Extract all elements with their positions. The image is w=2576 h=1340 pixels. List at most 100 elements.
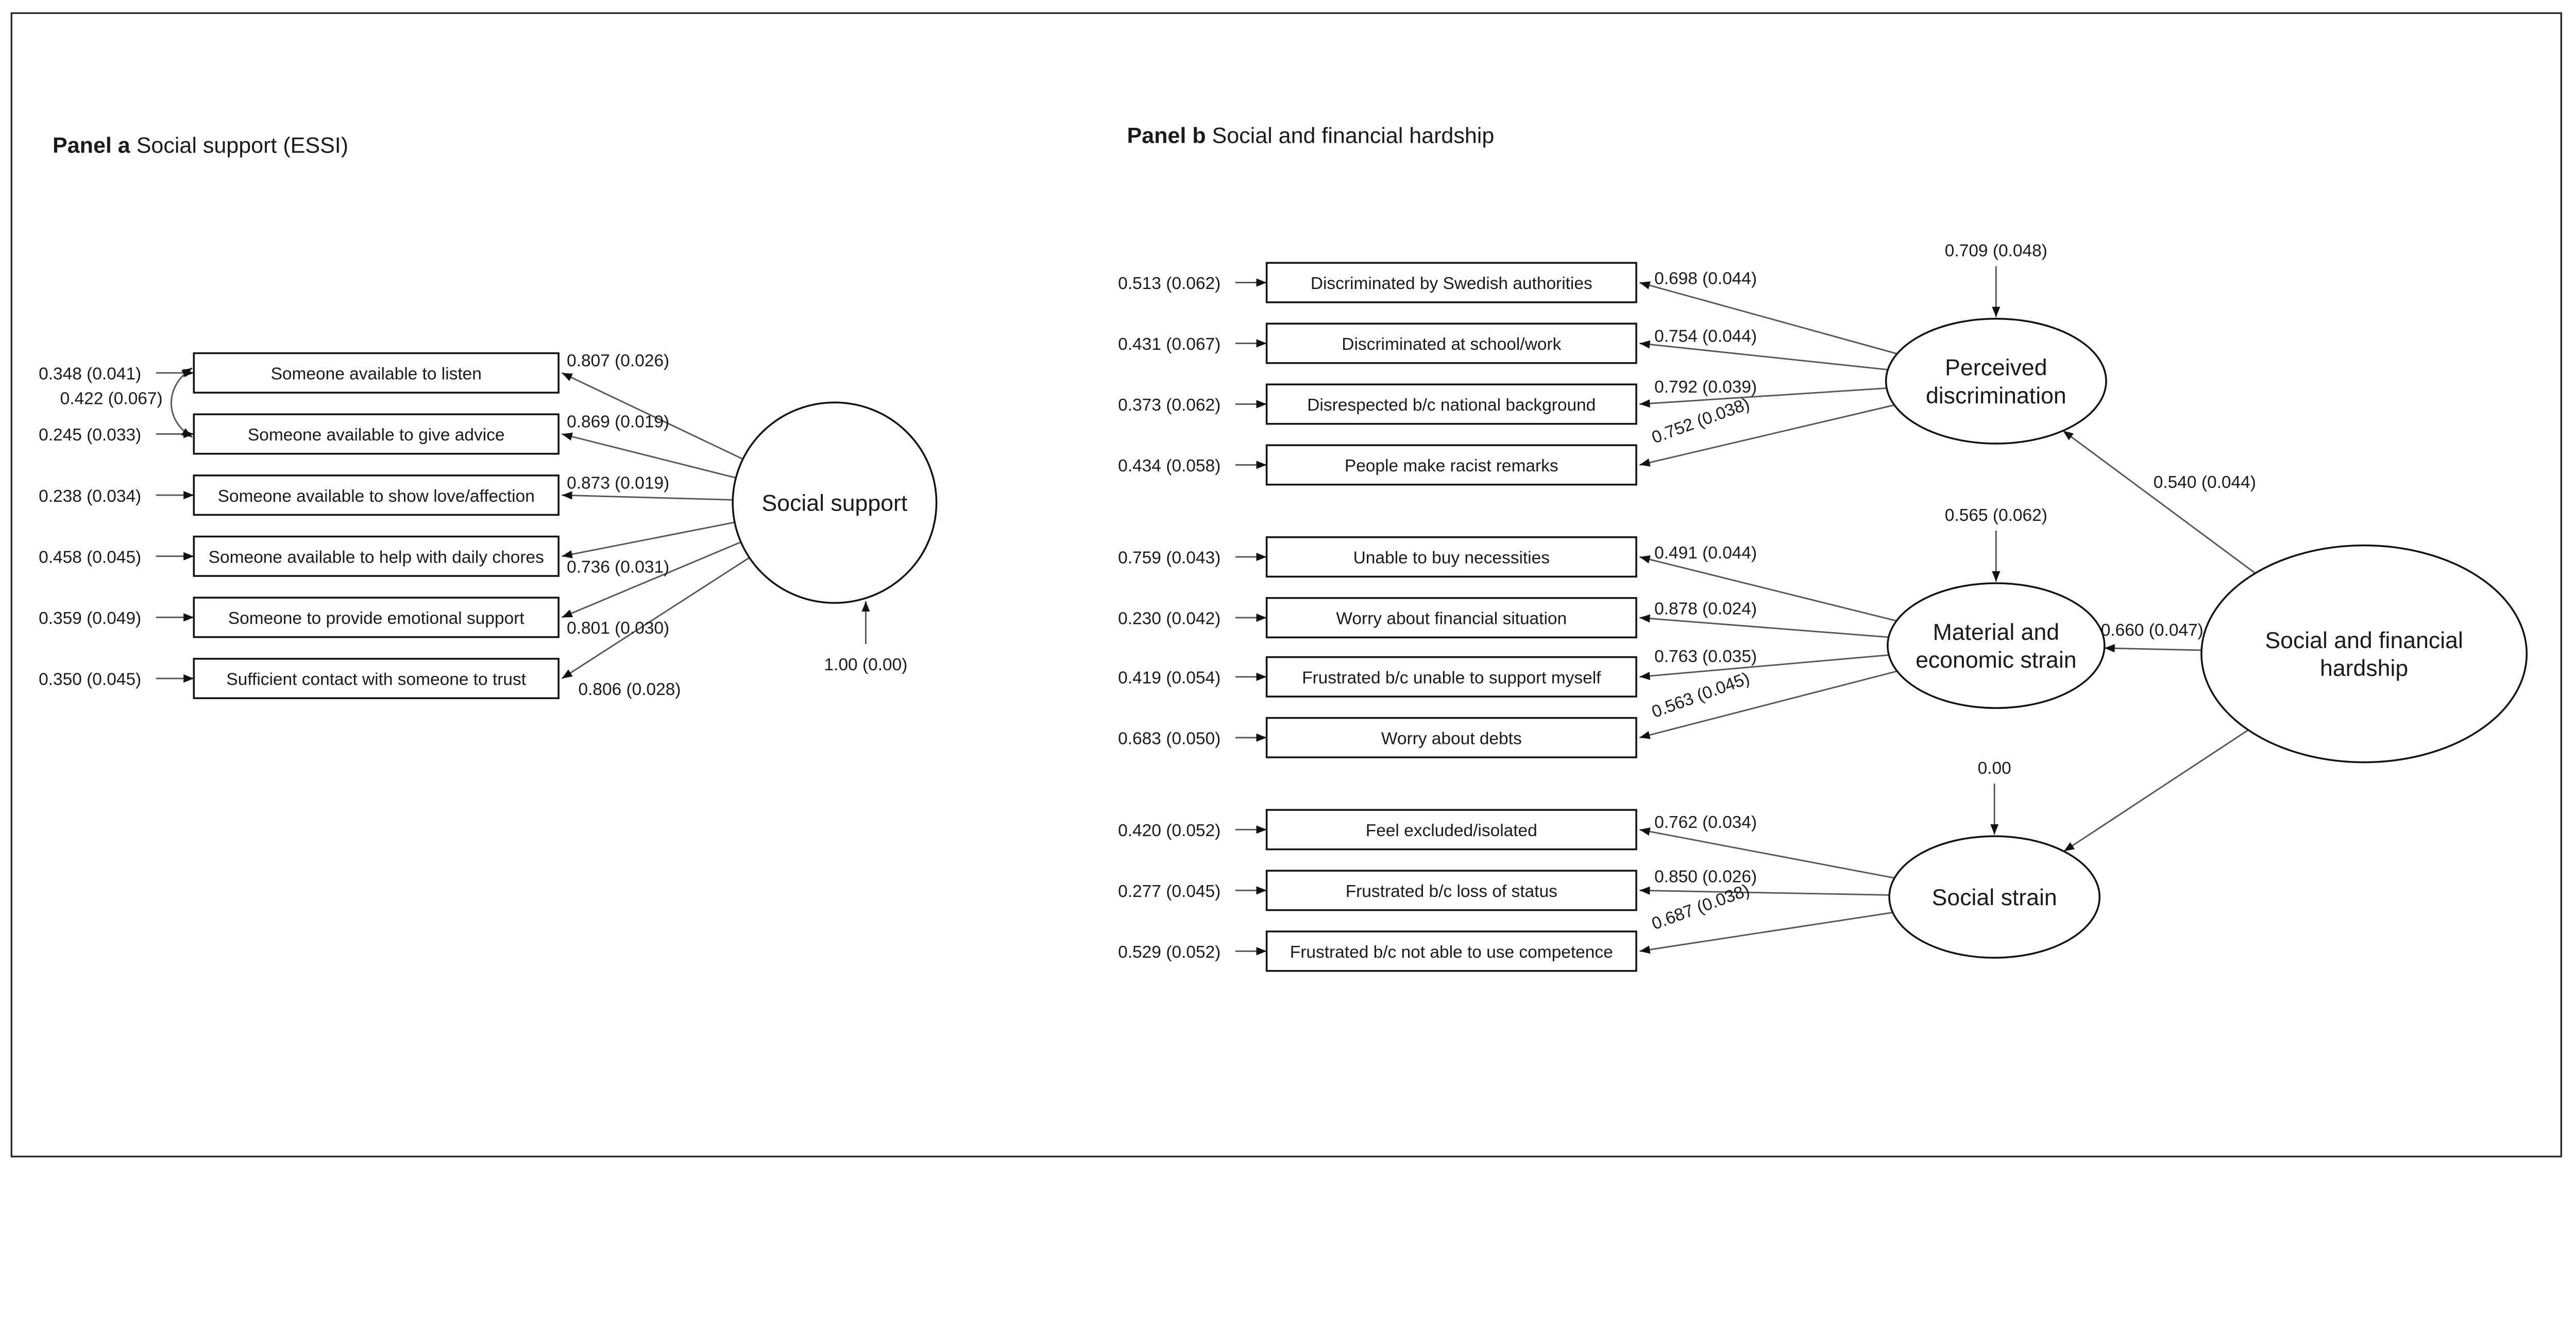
structural-label: 0.540 (0.044) [2154,473,2256,492]
residual-label: 0.350 (0.045) [39,670,141,689]
indicator-label: Worry about debts [1381,730,1522,749]
factor-social-support [732,401,938,604]
loading-label: 0.762 (0.034) [1654,813,1757,832]
indicator-label: Disrespected b/c national background [1307,396,1596,415]
figure-border [10,12,2562,1158]
panel-b-title-text: Social and financial hardship [1206,123,1495,148]
structural-arrow [2062,430,2256,574]
loading-arrow [562,521,735,558]
loading-label: 0.850 (0.026) [1654,867,1757,886]
loading-arrow [1639,911,1893,954]
factor-social-financial-hardship-label: hardship [2320,656,2408,681]
indicator-box [193,597,560,638]
indicator-label: Frustrated b/c not able to use competenc… [1290,943,1613,962]
indicator-box [1265,383,1637,425]
sem-path-diagram: Panel a Social support (ESSI) Panel b So… [10,12,2562,1158]
indicator-label: Discriminated at school/work [1342,335,1561,354]
loading-label: 0.792 (0.039) [1654,378,1757,397]
indicator-label: Someone available to help with daily cho… [209,548,544,567]
loading-label: 0.801 (0.030) [567,619,669,638]
factor-social-strain [1888,835,2100,959]
indicator-box [193,535,560,577]
indicator-label: Unable to buy necessities [1353,549,1550,568]
loading-label: 0.754 (0.044) [1654,327,1757,346]
factor-perceived-discrimination-label: Perceived [1945,355,2047,381]
loading-arrow [1639,827,1895,879]
residual-label: 0.230 (0.042) [1118,609,1221,629]
panel-b-title-bold: Panel b [1127,123,1206,148]
factor-social-financial-hardship [2200,544,2528,764]
indicator-box [1265,323,1637,364]
indicator-box [1265,262,1637,303]
loading-arrow [1639,555,1897,622]
indicator-label: Discriminated by Swedish authorities [1311,274,1592,293]
indicator-label: Someone available to show love/affection [218,487,535,506]
loading-arrow [561,372,743,460]
loading-label: 0.698 (0.044) [1654,269,1757,289]
indicator-label: Someone available to listen [271,365,482,384]
factor-perceived-discrimination-label: discrimination [1926,383,2066,409]
panel-b-title: Panel b Social and financial hardship [1127,123,1494,148]
indicator-label: Worry about financial situation [1336,609,1567,629]
loading-arrow [1639,387,1887,408]
correlation-label: 0.422 (0.067) [60,389,163,408]
loading-label: 0.807 (0.026) [567,351,669,370]
indicator-box [1265,444,1637,486]
variance-label: 1.00 (0.00) [824,655,908,674]
factor-material-economic-strain-label: economic strain [1916,648,2077,673]
panel-a-title-text: Social support (ESSI) [130,133,348,158]
factor-perceived-discrimination [1885,317,2107,445]
loading-label: 0.491 (0.044) [1654,544,1757,563]
residual-label: 0.431 (0.067) [1118,335,1221,354]
indicator-box [1265,656,1637,698]
residual-label: 0.359 (0.049) [39,609,141,628]
variance-label: 0.565 (0.062) [1945,506,2047,525]
factor-social-strain-label: Social strain [1932,885,2057,910]
residual-label: 0.683 (0.050) [1118,730,1221,749]
loading-arrow [561,557,750,680]
structural-label: 0.660 (0.047) [2101,621,2204,640]
residual-label: 0.238 (0.034) [39,487,141,506]
factor-material-economic-strain-label: Material and [1933,620,2060,645]
loading-arrow [1639,886,1890,896]
structural-arrow [2104,644,2202,653]
loading-arrow [562,491,733,501]
residual-label: 0.529 (0.052) [1118,943,1221,962]
indicator-box [1265,717,1637,758]
indicator-label: People make racist remarks [1345,456,1558,476]
indicator-box [1265,536,1637,578]
residual-label: 0.513 (0.062) [1118,274,1221,293]
indicator-box [193,657,560,699]
residual-label: 0.759 (0.043) [1118,549,1221,568]
indicator-label: Frustrated b/c unable to support myself [1302,669,1601,688]
factor-social-financial-hardship-label: Social and financial [2265,628,2463,653]
residual-label: 0.420 (0.052) [1118,821,1221,840]
indicator-label: Sufficient contact with someone to trust [226,670,526,689]
loading-arrow [1639,404,1895,467]
residual-label: 0.277 (0.045) [1118,882,1221,901]
residual-label: 0.434 (0.058) [1118,456,1221,476]
indicator-box [1265,809,1637,851]
edges [156,266,2256,956]
loading-arrow [1639,614,1889,638]
indicator-label: Someone available to give advice [248,426,505,445]
nodes [193,262,2528,972]
indicator-label: Feel excluded/isolated [1366,821,1537,840]
variance-label: 0.00 [1978,759,2011,778]
loading-label: 0.806 (0.028) [578,680,681,699]
residual-label: 0.373 (0.062) [1118,396,1221,415]
residual-label: 0.348 (0.041) [39,365,141,384]
residual-label: 0.458 (0.045) [39,548,141,567]
indicator-box [193,474,560,516]
loading-label: 0.869 (0.019) [567,413,669,432]
indicator-label: Someone to provide emotional support [228,609,525,628]
loading-label: 0.763 (0.035) [1654,647,1757,666]
loading-arrow [1639,340,1888,370]
residual-label: 0.419 (0.054) [1118,669,1221,688]
loading-arrow [1639,670,1897,739]
residual-label: 0.245 (0.033) [39,426,141,445]
structural-arrow [2063,729,2249,852]
indicator-box [1265,597,1637,638]
loading-label: 0.873 (0.019) [567,473,669,493]
factor-social-support-label: Social support [761,491,907,516]
